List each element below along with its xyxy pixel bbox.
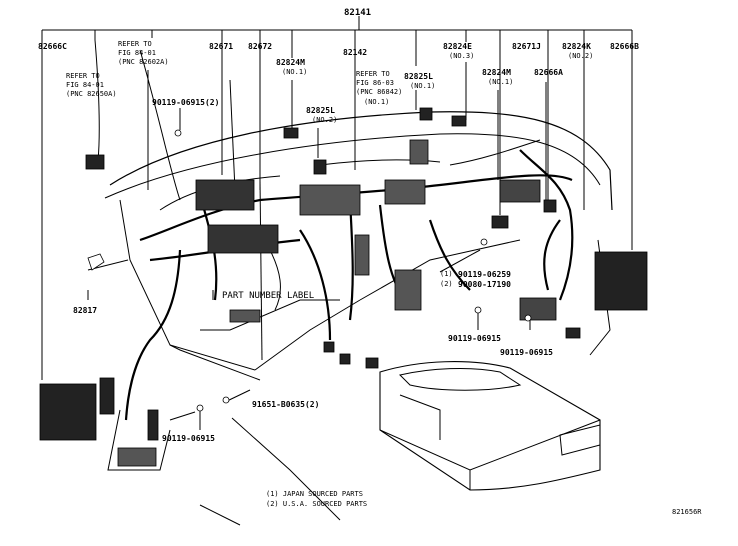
label-82824k: 82824K (562, 42, 591, 51)
label-part-number-label: PART NUMBER LABEL (222, 291, 315, 301)
label-refer-fig-8603: REFER TO FIG 86-03 (PNC 86842) (356, 70, 403, 96)
label-82671j: 82671J (512, 42, 541, 51)
label-82824m-2: 82824M (482, 68, 511, 77)
label-82666b: 82666B (610, 42, 639, 51)
label-refer-fig-8401-left: REFER TO FIG 84-01 (PNC 82650A) (66, 72, 117, 98)
label-clip-right-prefix-1: (1) (440, 270, 453, 278)
label-82141: 82141 (344, 8, 372, 18)
junction-block-right (594, 251, 648, 311)
label-82817: 82817 (73, 306, 98, 315)
junction-block-left (39, 383, 97, 441)
label-refer-fig-8603-sub: (NO.1) (364, 98, 390, 106)
figure-id: 821656R (672, 508, 702, 516)
label-refer-fig-8401: REFER TO FIG 84-01 (PNC 82602A) (118, 40, 169, 66)
label-clip-mid: 90119-06915 (448, 334, 501, 343)
label-82672: 82672 (248, 42, 273, 51)
label-82825l-1: 82825L (404, 72, 433, 81)
label-82824m-1-sub: (NO.1) (282, 68, 308, 76)
label-82824e: 82824E (443, 42, 472, 51)
label-clip-right-alt: 90080-17190 (458, 280, 511, 289)
label-82824m-2-sub: (NO.1) (488, 78, 514, 86)
label-82825l-1-sub: (NO.1) (410, 82, 436, 90)
label-clip-mid2: 90119-06915 (500, 348, 553, 357)
label-82824e-sub: (NO.3) (449, 52, 475, 60)
label-82824m-1: 82824M (276, 58, 305, 67)
label-clip-right-prefix-2: (2) (440, 280, 453, 288)
label-82824k-sub: (NO.2) (568, 52, 594, 60)
label-82825l-2-sub: (NO.2) (312, 116, 338, 124)
note-japan-sourced: (1) JAPAN SOURCED PARTS (266, 490, 363, 498)
note-usa-sourced: (2) U.S.A. SOURCED PARTS (266, 500, 368, 508)
label-82671: 82671 (209, 42, 234, 51)
label-clip-top: 90119-06915(2) (152, 98, 220, 107)
label-clip-right: 90119-06259 (458, 270, 511, 279)
label-screw: 91651-B0635(2) (252, 400, 320, 409)
label-82825l-2: 82825L (306, 106, 335, 115)
label-clip-bottom: 90119-06915 (162, 434, 215, 443)
label-82666a: 82666A (534, 68, 563, 77)
label-82666c: 82666C (38, 42, 67, 51)
label-82142: 82142 (343, 48, 368, 57)
